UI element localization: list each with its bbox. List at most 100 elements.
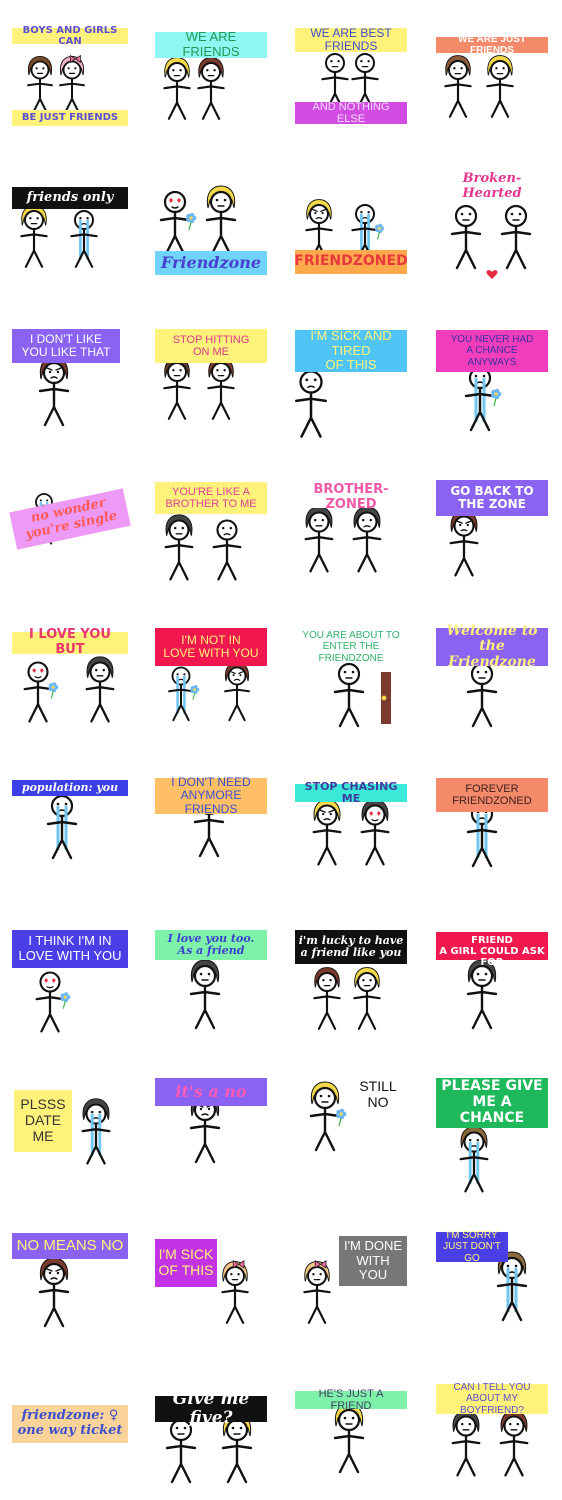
sticker-s34[interactable]: I'M SICK OF THIS (141, 1200, 281, 1350)
head (168, 519, 190, 541)
sticker-caption: YOU ARE ABOUT TO ENTER THE FRIENDZONE (295, 630, 407, 664)
stick-body (23, 680, 53, 723)
head (313, 1086, 337, 1110)
face-neutral (508, 1422, 520, 1431)
sticker-s07[interactable]: FRIENDZONED (281, 150, 421, 300)
face-neutral (173, 526, 185, 535)
face-love (169, 198, 181, 209)
sticker-s10[interactable]: STOP HITTING ON ME (141, 300, 281, 450)
sticker-s35[interactable]: I'M DONE WITH YOU (281, 1200, 421, 1350)
stick-figure-2 (207, 357, 235, 420)
head (356, 511, 378, 533)
flower-icon (186, 212, 197, 231)
sticker-caption: WE ARE BEST FRIENDS (295, 26, 407, 53)
sticker-s30[interactable]: it's a no (141, 1050, 281, 1200)
head (27, 661, 49, 683)
sticker-caption: PLSSS DATE ME (14, 1090, 72, 1152)
stick-figure-2 (500, 204, 532, 270)
sticker-s21[interactable]: population: you (0, 750, 140, 900)
sticker-s11[interactable]: I'M SICK AND TIRED OF THIS (281, 300, 421, 450)
sticker-s14[interactable]: YOU'RE LIKE A BROTHER TO ME (141, 450, 281, 600)
stick-figure-1 (20, 205, 48, 268)
sticker-s39[interactable]: HE'S JUST A FRIEND (281, 1350, 421, 1500)
stick-body (163, 79, 191, 120)
sticker-art (189, 1093, 221, 1164)
sticker-art (333, 662, 391, 728)
sticker-s29[interactable]: PLSSS DATE ME (0, 1050, 140, 1200)
face-neutral (360, 60, 370, 68)
stick-body (459, 1150, 489, 1193)
stick-figure-2 (212, 519, 242, 581)
sticker-s15[interactable]: BROTHER-ZONED (281, 450, 421, 600)
sticker-s22[interactable]: I DON'T NEED ANYMORE FRIENDS (141, 750, 281, 900)
sticker-caption: Give me five? (155, 1389, 267, 1428)
sticker-s08[interactable]: Broken-Hearted (422, 150, 562, 300)
sticker-s38[interactable]: Give me five? (141, 1350, 281, 1500)
sticker-s23[interactable]: STOP CHASING ME (281, 750, 421, 900)
head (209, 190, 233, 214)
sticker-s04[interactable]: WE ARE JUST FRIENDS (422, 0, 562, 150)
sticker-s20[interactable]: Welcome to the Friendzone (422, 600, 562, 750)
sticker-s37[interactable]: friendzone: ♀ one way ticket (0, 1350, 140, 1500)
stick-figure-2 (224, 661, 250, 722)
sticker-s17[interactable]: I LOVE YOU BUT (0, 600, 140, 750)
stick-body (305, 221, 333, 262)
sticker-s40[interactable]: CAN I TELL YOU ABOUT MY BOYFRIEND? (422, 1350, 562, 1500)
sticker-s02[interactable]: WE ARE FRIENDS (141, 0, 281, 150)
stick-body (464, 386, 496, 432)
sticker-s27[interactable]: i'm lucky to have a friend like you (281, 900, 421, 1050)
stick-figure-2 (70, 210, 98, 268)
face-neutral (322, 979, 332, 987)
sticker-art (451, 1410, 529, 1477)
stick-body (321, 70, 349, 111)
stick-body (352, 530, 382, 573)
sticker-art (295, 370, 327, 438)
face-cry (474, 374, 486, 384)
stick-figure-1 (159, 190, 197, 256)
face-angry (46, 1268, 62, 1280)
stick-body (168, 683, 194, 722)
sticker-caption: GO BACK TO THE ZONE (436, 480, 548, 516)
sticker-art (333, 1403, 365, 1474)
head (317, 972, 337, 992)
stick-figure-1 (27, 55, 53, 116)
sticker-s16[interactable]: GO BACK TO THE ZONE (422, 450, 562, 600)
sticker-s13[interactable]: no wonder you're single (0, 450, 140, 600)
stick-body (81, 1122, 111, 1165)
face-neutral (175, 1426, 187, 1435)
sticker-s28[interactable]: YOU'RE THE BEST FRIEND A GIRL COULD ASK … (422, 900, 562, 1050)
stick-body (46, 814, 78, 860)
sticker-s19[interactable]: YOU ARE ABOUT TO ENTER THE FRIENDZONE (281, 600, 421, 750)
stick-figure-2 (353, 967, 381, 1030)
sticker-caption: NO MEANS NO (12, 1233, 128, 1259)
sticker-s36[interactable]: I'M SORRY JUST DON'T GO (422, 1200, 562, 1350)
bow-icon (69, 54, 81, 63)
sticker-s06[interactable]: Friendzone (141, 150, 281, 300)
sticker-caption: BROTHER-ZONED (295, 483, 407, 512)
sticker-s09[interactable]: I DON'T LIKE YOU LIKE THAT (0, 300, 140, 450)
sticker-s12[interactable]: YOU NEVER HAD A CHANCE ANYWAYS (422, 300, 562, 450)
stick-figure-1 (450, 204, 482, 270)
sticker-s25[interactable]: I THINK I'M IN LOVE WITH YOU (0, 900, 140, 1050)
head (39, 971, 61, 993)
head (62, 60, 82, 80)
sticker-s26[interactable]: I love you too. As a friend (141, 900, 281, 1050)
sticker-caption: Broken-Hearted (438, 172, 546, 201)
sticker-caption: I THINK I'M IN LOVE WITH YOU (12, 930, 128, 968)
stick-figure-2 (360, 799, 390, 866)
head (309, 204, 329, 224)
sticker-s05[interactable]: friends only (0, 150, 140, 300)
stick-body (309, 1106, 341, 1152)
sticker-s33[interactable]: NO MEANS NO (0, 1200, 140, 1350)
sticker-s32[interactable]: PLEASE GIVE ME A CHANCE (422, 1050, 562, 1200)
head (24, 210, 44, 230)
head (89, 661, 111, 683)
stick-figure-1 (333, 662, 365, 728)
sticker-s24[interactable]: FOREVER FRIENDZONED (422, 750, 562, 900)
sticker-s18[interactable]: I'M NOT IN LOVE WITH YOU (141, 600, 281, 750)
stick-figure-1 (163, 57, 191, 120)
head (42, 1262, 66, 1286)
sticker-s31[interactable]: STILL NO (281, 1050, 421, 1200)
